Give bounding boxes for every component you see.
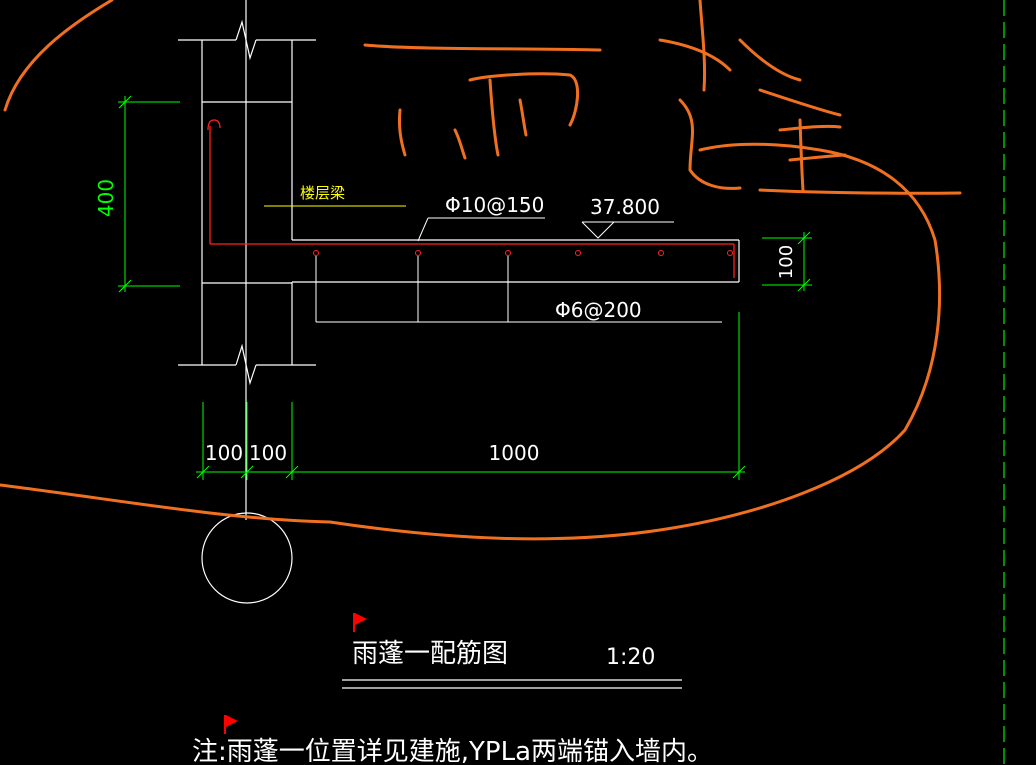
top-bar-label: Φ10@150 <box>445 193 544 217</box>
rebar-top <box>207 119 735 278</box>
title-underline <box>342 679 682 689</box>
wall-section <box>178 0 316 520</box>
rebar-dot <box>313 250 319 256</box>
flag-icon <box>353 613 367 632</box>
rebar-dot <box>505 250 511 256</box>
flag-icon <box>224 715 238 734</box>
rebar-dot <box>415 250 421 256</box>
drawing-title: 雨蓬一配筋图 <box>352 639 508 669</box>
leader-lines <box>315 217 722 323</box>
dim-length-label: 1000 <box>489 441 540 465</box>
dim-b-label: 100 <box>249 441 287 465</box>
dimension-lines <box>118 95 812 480</box>
dim-a-label: 100 <box>205 441 243 465</box>
distribution-bars <box>313 250 733 256</box>
dim-height-label: 400 <box>94 179 118 217</box>
slab-thickness-label: 100 <box>776 245 797 279</box>
elevation-label: 37.800 <box>590 195 660 219</box>
canopy-slab <box>292 239 740 283</box>
drawing-scale: 1:20 <box>606 645 655 670</box>
beam-label: 楼层梁 <box>300 184 345 202</box>
distribution-bar-label: Φ6@200 <box>555 298 642 322</box>
rebar-dot <box>575 250 581 256</box>
elevation-marker <box>581 221 674 239</box>
rebar-dot <box>727 250 733 256</box>
axis-bubble <box>201 512 293 604</box>
note-text: 注:雨蓬一位置详见建施,YPLa两端锚入墙内。 <box>192 737 713 765</box>
rebar-dot <box>658 250 664 256</box>
freehand-markup-icon <box>0 0 962 541</box>
